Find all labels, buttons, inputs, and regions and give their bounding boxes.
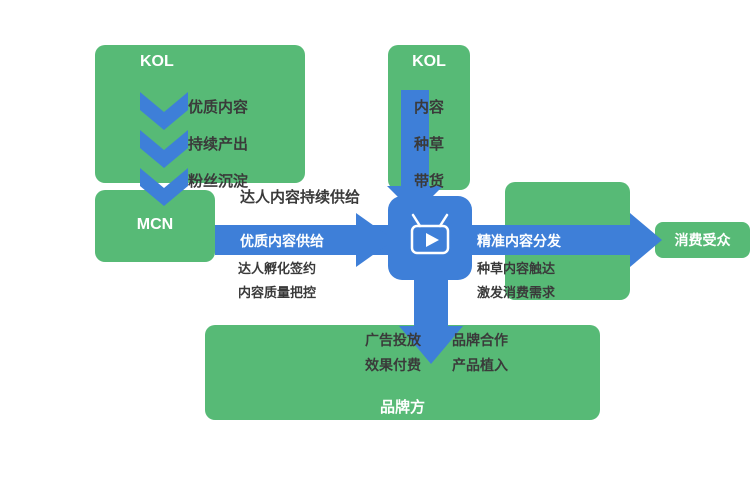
kol2-content-lines: 内容 种草 带货	[388, 96, 470, 207]
kol1-box	[95, 45, 305, 183]
audience-flow-label: 精准内容分发	[477, 233, 561, 249]
kol1-line: 持续产出	[188, 136, 249, 153]
brand-block-line: 产品植入	[452, 357, 508, 373]
audience-box	[655, 222, 750, 258]
content-supply-note: 达人内容持续供给	[240, 189, 361, 206]
audience-flow-desc: 种草内容触达 激发消费需求	[477, 258, 555, 306]
mcn-flow-label: 优质内容供给	[240, 233, 324, 249]
audience-flow-desc-line: 种草内容触达	[477, 261, 556, 276]
brand-block-right: 品牌合作 产品植入	[452, 330, 508, 380]
mcn-flow-desc: 达人孵化签约 内容质量把控	[238, 258, 316, 306]
kol2-line: 种草	[413, 136, 444, 153]
platform-node	[388, 196, 472, 280]
kol1-content-lines: 优质内容 持续产出 粉丝沉淀	[188, 96, 248, 207]
kol1-line: 优质内容	[188, 99, 249, 116]
kol2-line: 内容	[413, 99, 444, 116]
tv-play-icon	[410, 213, 450, 255]
brand-block-left: 广告投放 效果付费	[365, 330, 421, 380]
audience-label: 消费受众	[674, 232, 731, 248]
kol1-label: KOL	[140, 53, 174, 70]
brand-block-line: 效果付费	[365, 357, 421, 373]
kol2-line: 带货	[413, 173, 444, 190]
brand-label: 品牌方	[379, 399, 425, 416]
kol1-line: 粉丝沉淀	[188, 173, 249, 190]
mcn-label: MCN	[136, 216, 174, 233]
mcn-flow-desc-line: 内容质量把控	[238, 285, 317, 300]
mcn-flow-desc-line: 达人孵化签约	[238, 261, 317, 276]
brand-block-line: 广告投放	[365, 332, 421, 348]
audience-flow-desc-line: 激发消费需求	[477, 285, 556, 300]
brand-block-line: 品牌合作	[452, 332, 508, 348]
kol2-label: KOL	[412, 53, 446, 70]
